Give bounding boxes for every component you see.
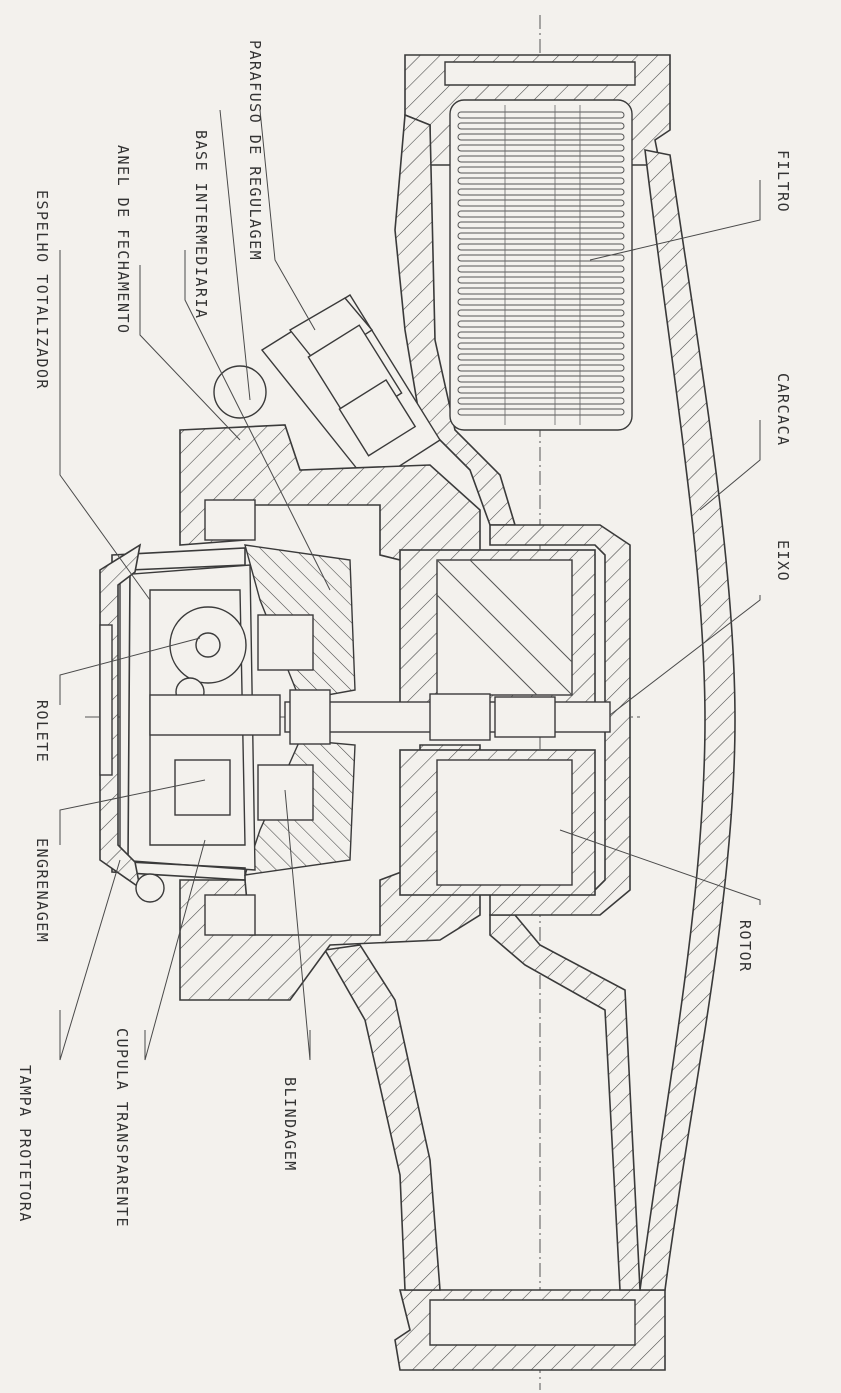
filter-rib [457, 166, 625, 174]
filter-rib [457, 188, 625, 196]
label-eixo: EIXO [774, 540, 792, 582]
filter-rib [457, 221, 625, 229]
filter-rib [457, 133, 625, 141]
label-filtro: FILTRO [774, 150, 792, 213]
filter-screen [449, 99, 633, 431]
label-anel-de-fechamento: ANEL DE FECHAMENTO [114, 145, 132, 335]
filter-rib [457, 408, 625, 416]
rotor [399, 549, 596, 896]
filter-rib [457, 309, 625, 317]
label-cupula-transparente: CUPULA TRANSPARENTE [113, 1028, 131, 1228]
filter-rib [457, 364, 625, 372]
label-parafuso-de-regulagem: PARAFUSO DE REGULAGEM [246, 40, 264, 261]
filter-rib [457, 144, 625, 152]
filter-rib [457, 122, 625, 130]
filter-rib [457, 342, 625, 350]
shaft [284, 689, 611, 745]
label-engrenagem: ENGRENAGEM [33, 838, 51, 943]
filter-rib [457, 298, 625, 306]
label-base-intermediaria: BASE INTERMEDIARIA [192, 130, 210, 320]
leader-lines [59, 109, 761, 1061]
register-mechanism [119, 564, 314, 871]
filter-rib [457, 243, 625, 251]
filter-rib [457, 199, 625, 207]
filter-rib [457, 254, 625, 262]
filter-rib [457, 375, 625, 383]
filter-rib [457, 397, 625, 405]
filter-rib [457, 111, 625, 119]
label-rolete: ROLETE [33, 700, 51, 763]
filter-rib [457, 155, 625, 163]
filter-rib [457, 331, 625, 339]
filter-rib [457, 210, 625, 218]
filter-rib [457, 265, 625, 273]
filter-rib [457, 287, 625, 295]
filter-rib [457, 353, 625, 361]
label-rotor: ROTOR [736, 920, 754, 973]
label-tampa-protetora: TAMPA PROTETORA [16, 1065, 34, 1223]
filter-rib [457, 320, 625, 328]
filter-rib [457, 232, 625, 240]
filter-rib [457, 276, 625, 284]
label-espelho-totalizador: ESPELHO TOTALIZADOR [33, 190, 51, 390]
label-carcaca: CARCACA [774, 373, 792, 447]
label-blindagem: BLINDAGEM [281, 1077, 299, 1172]
filter-rib [457, 386, 625, 394]
adjusting-screw-assembly [213, 294, 441, 486]
filter-rib [457, 177, 625, 185]
